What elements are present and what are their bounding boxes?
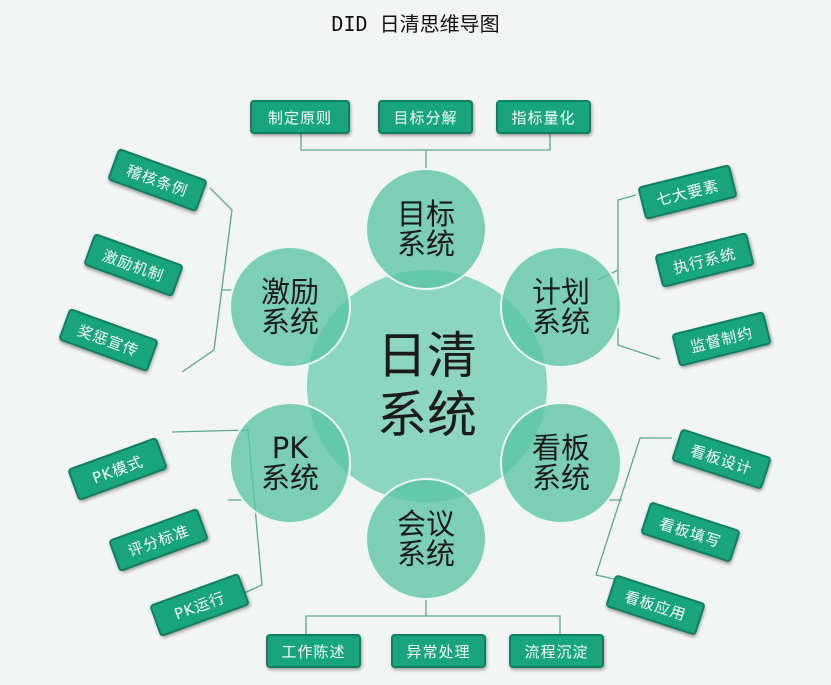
center-label: 日清 系统 xyxy=(377,327,477,444)
plan-system-label: 计划 系统 xyxy=(531,274,590,339)
pk-system-node: PK 系统 xyxy=(229,402,351,524)
goal-system-node: 目标 系统 xyxy=(365,168,487,290)
board-system-label: 看板 系统 xyxy=(531,430,590,495)
pk-system-label: PK 系统 xyxy=(260,430,319,495)
goal-bracket xyxy=(300,132,551,168)
page-title: DID 日清思维导图 xyxy=(331,12,500,36)
tag-meeting-3: 流程沉淀 xyxy=(509,634,604,668)
meeting-system-node: 会议 系统 xyxy=(365,478,487,600)
incentive-system-node: 激励 系统 xyxy=(229,246,351,368)
meeting-bracket xyxy=(305,597,561,634)
tag-goal-3: 指标量化 xyxy=(496,100,591,134)
incentive-system-label: 激励 系统 xyxy=(260,274,319,339)
board-system-node: 看板 系统 xyxy=(500,402,622,524)
tag-goal-2: 目标分解 xyxy=(378,100,473,134)
goal-system-label: 目标 系统 xyxy=(396,196,455,261)
incentive-bracket xyxy=(181,187,233,373)
tag-goal-1: 制定原则 xyxy=(250,100,350,134)
tag-meeting-1: 工作陈述 xyxy=(266,634,361,668)
tag-meeting-2: 异常处理 xyxy=(391,634,486,668)
meeting-system-label: 会议 系统 xyxy=(396,506,455,571)
plan-system-node: 计划 系统 xyxy=(500,246,622,368)
